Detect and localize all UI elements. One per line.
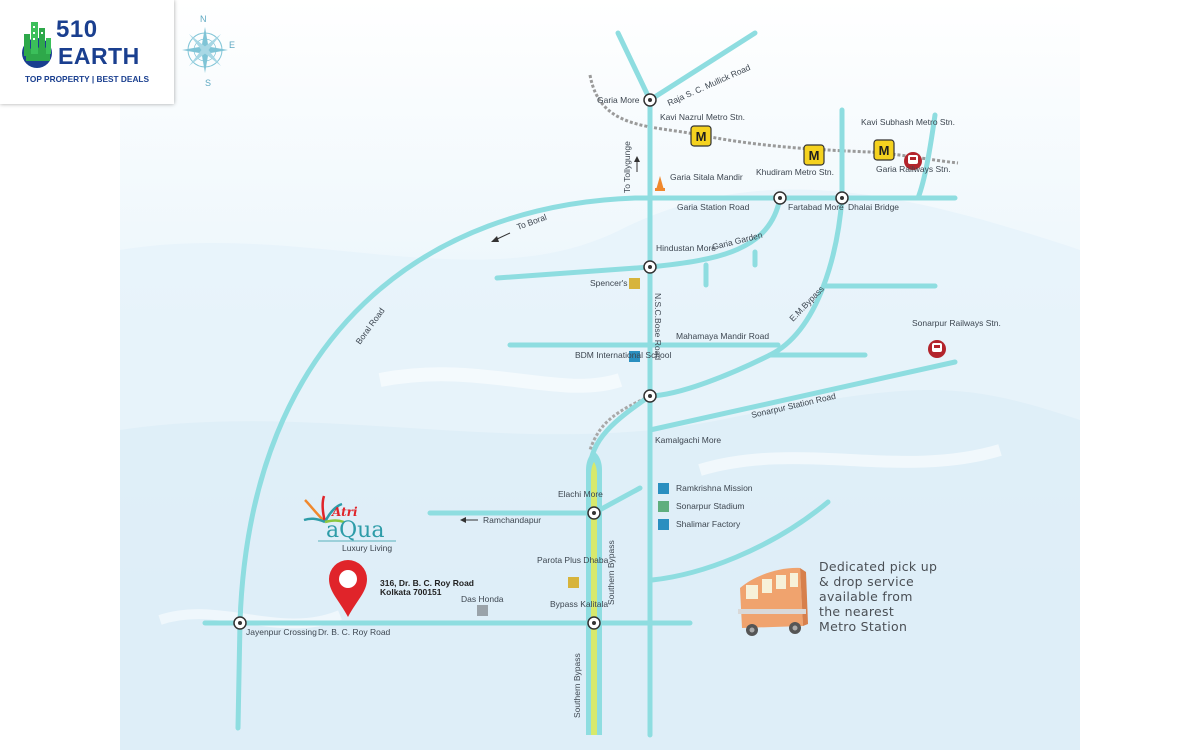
junction-label: Garia More: [597, 95, 640, 105]
shuttle-note-line: the nearest: [819, 604, 894, 619]
road-network: [202, 30, 958, 738]
landmark-labels: Garia Sitala Mandir Spencer's BDM Intern…: [461, 172, 743, 604]
road-label: To Tollygunge: [622, 141, 632, 193]
metro-station-label: Kavi Nazrul Metro Stn.: [660, 112, 745, 122]
road-label: N.S.C.Bose Road: [653, 293, 663, 360]
junction-label: Dhalai Bridge: [848, 202, 899, 212]
junction-label: Hindustan More: [656, 243, 716, 253]
junction-garia-more[interactable]: [643, 93, 657, 107]
metro-icon[interactable]: M: [803, 144, 825, 166]
road-label: Ramchandapur: [483, 515, 541, 525]
station-labels: Kavi Nazrul Metro Stn. Khudiram Metro St…: [660, 112, 1001, 328]
metro-station-label: Khudiram Metro Stn.: [756, 167, 834, 177]
project-tagline: Luxury Living: [342, 543, 392, 553]
bus-icon: [738, 567, 808, 636]
arrow-left-icon: [460, 517, 478, 523]
junction-elachi-more[interactable]: [587, 506, 601, 520]
city-globe-icon: [22, 22, 52, 68]
compass-letter: N: [200, 14, 207, 24]
legend-marker-ramkrishna: [658, 483, 669, 494]
junction-bypass-kalitala[interactable]: [587, 616, 601, 630]
shuttle-note-line: available from: [819, 589, 913, 604]
site-logo[interactable]: 510 EARTH TOP PROPERTY | BEST DEALS: [0, 0, 174, 104]
road-raja-sc-mullick: [647, 30, 758, 103]
metro-icon[interactable]: M: [690, 125, 712, 147]
legend: Ramkrishna Mission Sonarpur Stadium Shal…: [676, 483, 753, 529]
shuttle-note: Dedicated pick up & drop service availab…: [819, 559, 937, 634]
compass-letter: E: [229, 40, 235, 50]
legend-marker-shalimar: [658, 519, 669, 530]
junction-jayenpur-crossing[interactable]: [233, 616, 247, 630]
junction-dhalai-bridge[interactable]: [835, 191, 849, 205]
project-address-line1: 316, Dr. B. C. Roy Road: [380, 578, 474, 588]
road-label: Dr. B. C. Roy Road: [318, 627, 391, 637]
train-icon[interactable]: [928, 340, 946, 358]
landmark-marker-bdm-school[interactable]: [629, 351, 640, 362]
junction-label: Jayenpur Crossing: [246, 627, 317, 637]
legend-marker-stadium: [658, 501, 669, 512]
southern-bypass: [586, 452, 602, 735]
logo-tagline: TOP PROPERTY | BEST DEALS: [25, 74, 150, 84]
compass-letter: S: [205, 78, 211, 88]
junction-fartabad-more[interactable]: [773, 191, 787, 205]
temple-icon: [655, 176, 665, 191]
location-pin-icon[interactable]: [329, 560, 367, 617]
logo-brand-number: 510: [56, 16, 98, 43]
junction-label: Fartabad More: [788, 202, 844, 212]
legend-item: Ramkrishna Mission: [676, 483, 753, 493]
road-label: Garia Station Road: [677, 202, 750, 212]
landmark-label: Parota Plus Dhaba: [537, 555, 609, 565]
svg-text:M: M: [809, 148, 820, 163]
road-garia-station: [235, 195, 958, 731]
arrow-up-icon: [634, 156, 640, 172]
project-logo: Atri aQua Luxury Living: [303, 495, 396, 553]
metro-station-label: Kavi Subhash Metro Stn.: [861, 117, 955, 127]
road-raja-sc-mullick-left: [615, 30, 653, 103]
railway-station-label: Garia Railways Stn.: [876, 164, 951, 174]
shuttle-note-line: Dedicated pick up: [819, 559, 937, 574]
railway-station-label: Sonarpur Railways Stn.: [912, 318, 1001, 328]
railway-line: [588, 74, 959, 165]
svg-text:M: M: [696, 129, 707, 144]
train-icon[interactable]: [904, 152, 922, 170]
legend-item: Sonarpur Stadium: [676, 501, 745, 511]
junction-label: Elachi More: [558, 489, 603, 499]
project-brand-main: aQua: [326, 518, 384, 543]
metro-icon[interactable]: M: [873, 139, 895, 161]
compass-rose-icon: N E S: [182, 14, 235, 88]
project-brand-top: Atri: [331, 505, 358, 519]
palm-leaf-icon: [303, 495, 345, 524]
landmark-marker-parota-plus[interactable]: [568, 577, 579, 588]
junction-labels: Garia More Fartabad More Dhalai Bridge H…: [246, 95, 899, 637]
arrow-left-icon: [491, 232, 511, 242]
junction-hindustan-more[interactable]: [643, 260, 657, 274]
road-label: Southern Bypass: [606, 540, 616, 605]
road-kavi-subhash: [915, 112, 938, 201]
landmark-label: Das Honda: [461, 594, 504, 604]
road-garia-garden: [647, 195, 783, 270]
road-sonarpur-station: [647, 359, 958, 433]
junction-label: Bypass Kalitala: [550, 599, 608, 609]
shuttle-note-line: Metro Station: [819, 619, 907, 634]
landmark-marker-das-honda[interactable]: [477, 605, 488, 616]
metro-badges: M M M: [690, 125, 895, 166]
junction-markers: [233, 93, 849, 630]
landmark-marker-spencers[interactable]: [629, 278, 640, 289]
junction-kamalgachi-more[interactable]: [643, 389, 657, 403]
road-spencers: [494, 264, 653, 281]
logo-brand-word: EARTH: [58, 43, 140, 69]
road-label: Mahamaya Mandir Road: [676, 331, 769, 341]
project-address-line2: Kolkata 700151: [380, 587, 442, 597]
road-se-diag: [649, 499, 831, 583]
landmark-label: Spencer's: [590, 278, 628, 288]
shuttle-note-line: & drop service: [819, 574, 914, 589]
landmark-label: BDM International School: [575, 350, 671, 360]
legend-item: Shalimar Factory: [676, 519, 741, 529]
svg-text:M: M: [879, 143, 890, 158]
junction-label: Kamalgachi More: [655, 435, 721, 445]
road-label: Southern Bypass: [572, 653, 582, 718]
landmark-label: Garia Sitala Mandir: [670, 172, 743, 182]
